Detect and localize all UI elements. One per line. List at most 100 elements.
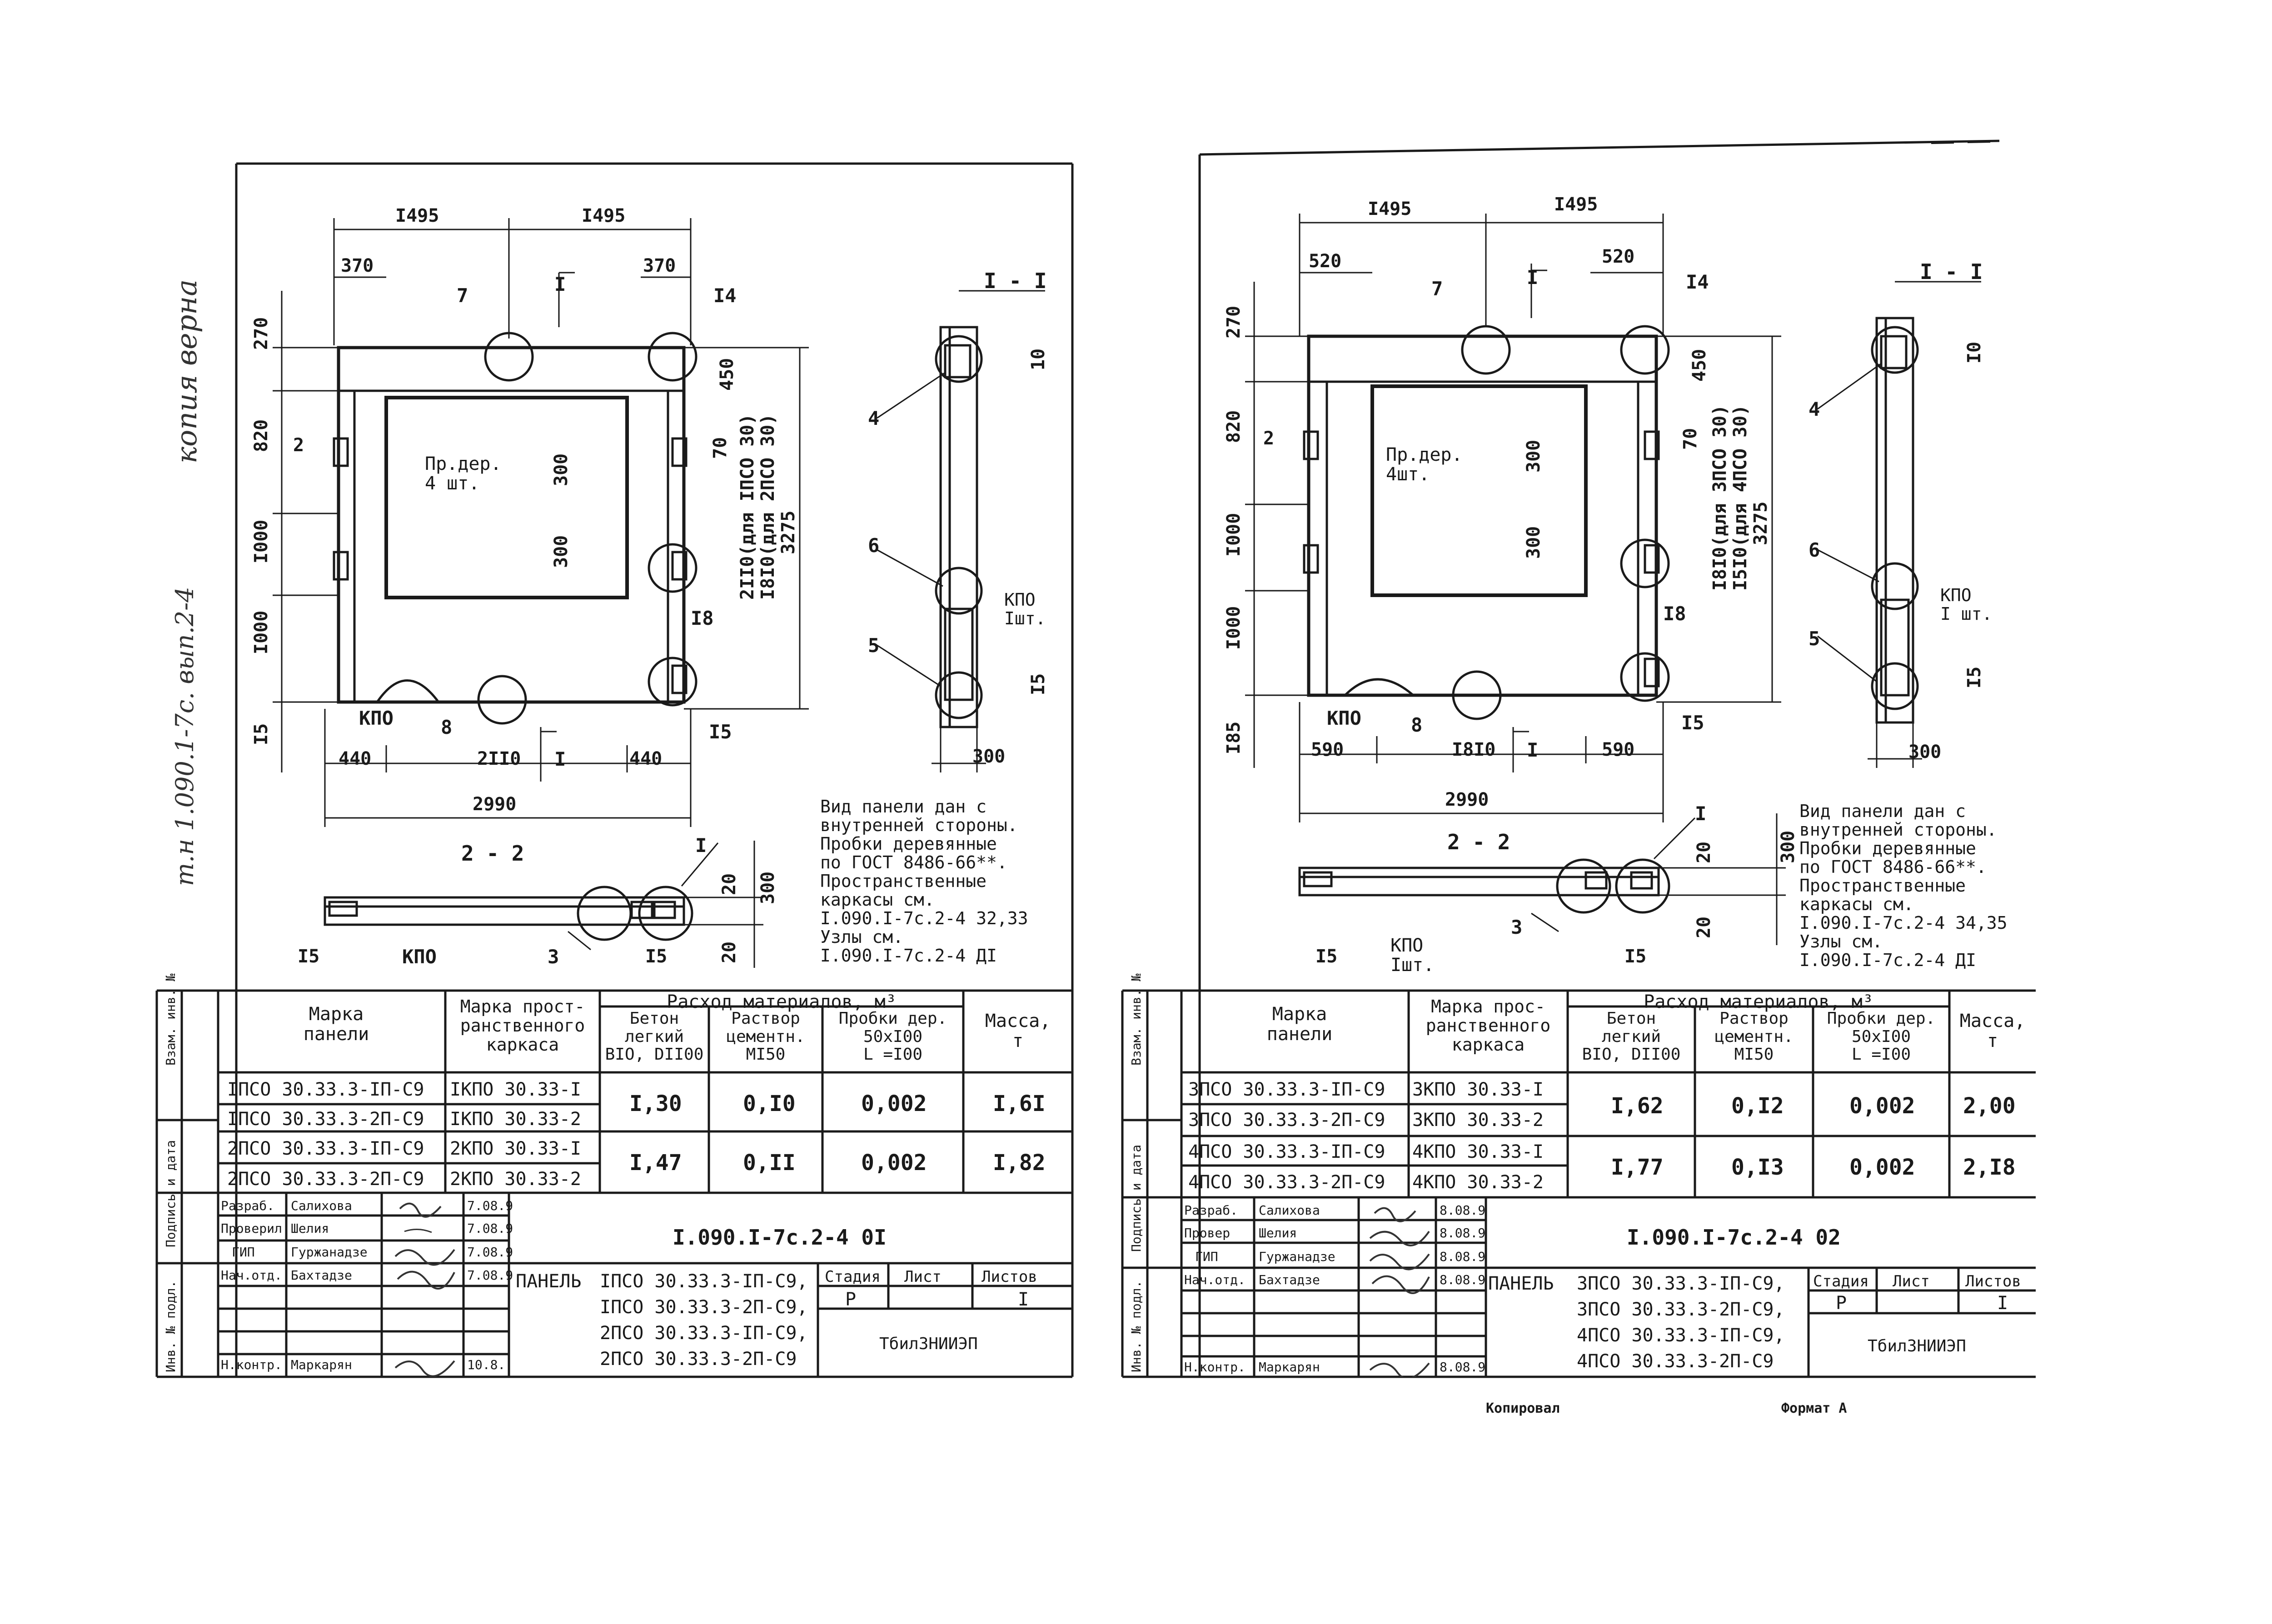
table-row-frame: 3КПО 30.33-I [1412, 1079, 1544, 1100]
stamp-date: 8.08.9 [1440, 1272, 1486, 1287]
group1-mass: I,6I [993, 1091, 1046, 1116]
sec11-dim-300: 300 [1908, 742, 1942, 762]
stamp-name: Шелия [291, 1221, 329, 1236]
series-handwritten-note: т.н 1.090.1-7с. вып.2-4 [170, 587, 199, 886]
dim-h-bot: I85 [1223, 721, 1244, 754]
table-row-frame: 4КПО 30.33-2 [1412, 1172, 1544, 1193]
stamp-name: Бахтадзе [291, 1268, 352, 1283]
stamp-date: 8.08.9 [1440, 1249, 1486, 1264]
sec11-dim-300: 300 [972, 746, 1006, 767]
th-mark: Марка панели [1266, 1004, 1333, 1045]
dim-h1: 820 [251, 419, 272, 452]
callout-14: I4 [1686, 271, 1709, 293]
table-row-frame: 2КПО 30.33-2 [450, 1169, 581, 1190]
table-row-mark: 2ПСО 30.33.3-IП-С9 [227, 1138, 424, 1159]
dim-total: 2990 [1445, 789, 1489, 810]
dim-top-a: I495 [1368, 199, 1412, 219]
dim-top-b: I495 [1554, 194, 1598, 215]
th-concrete: Бетон легкий BIO, DII00 [605, 1009, 704, 1064]
th-plugs: Пробки дер. 50хI00 L =I00 [1827, 1009, 1936, 1064]
group2-concrete: I,77 [1611, 1155, 1664, 1180]
stamp-organization: ТбилЗНИИЭП [879, 1335, 978, 1353]
callout-18: I8 [1663, 603, 1686, 625]
callout-8: 8 [1411, 714, 1423, 736]
stamp-name: Гуржанадзе [291, 1245, 368, 1260]
sec22-callout-3: 3 [548, 946, 559, 968]
margin-label: Взам. инв. № [1129, 973, 1144, 1066]
cut-mark-top: I [554, 273, 566, 295]
group1-mass: 2,00 [1963, 1093, 2016, 1119]
dim-h-top: 270 [251, 317, 272, 350]
margin-label: Взам. инв. № [163, 973, 178, 1066]
sec22-kpo: КПО [402, 946, 437, 968]
left-stamp-lines [218, 1193, 1072, 1377]
signatures [394, 1202, 455, 1377]
group1-plugs: 0,002 [861, 1091, 927, 1116]
vert-note-3: 3275 [1750, 501, 1771, 545]
left-panel-outline [333, 332, 698, 725]
stamp-date: 10.8. [467, 1357, 506, 1372]
sec22-dim-20a: 20 [719, 873, 740, 895]
sec22-dim-300: 300 [1778, 830, 1799, 863]
th-materials: Расход материалов, м³ [667, 991, 897, 1012]
stamp-role: ГИП [232, 1245, 255, 1260]
dim-right-edge: 370 [643, 255, 676, 276]
sec11-dim-10: 10 [1028, 348, 1049, 370]
stamp-sheet-header: Лист [1893, 1272, 1930, 1290]
stamp-title-line: 3ПСО 30.33.3-IП-С9, [1577, 1273, 1785, 1294]
group1-mortar: 0,I0 [743, 1091, 796, 1116]
stamp-role: Н.контр. [1184, 1360, 1246, 1375]
left-sheet-lines [155, 162, 1074, 1378]
plugs-label: Пр.дер. 4шт. [1386, 444, 1463, 485]
dim-70: 70 [710, 437, 731, 459]
callout-4: 4 [868, 407, 880, 429]
stamp-name: Бахтадзе [1259, 1272, 1320, 1287]
stamp-date: 8.08.9 [1440, 1225, 1486, 1240]
stamp-sheets-header: Листов [982, 1268, 1037, 1286]
sec22-callout-I: I [1695, 802, 1707, 825]
stamp-sheets-total: I [1997, 1293, 2008, 1314]
left-table-lines [155, 989, 1072, 1377]
stamp-name: Салихова [1259, 1203, 1320, 1218]
footer-copied: Копировал [1486, 1400, 1560, 1416]
stamp-title-line: 4ПСО 30.33.3-IП-С9, [1577, 1325, 1785, 1346]
stamp-sheets-total: I [1018, 1289, 1029, 1310]
right-table-lines [1121, 989, 2036, 1377]
dim-offset-2: 2 [293, 435, 304, 456]
dim-300-b: 300 [1523, 526, 1544, 559]
stamp-stage-header: Стадия [825, 1268, 881, 1286]
section-22-title: 2 - 2 [1447, 830, 1510, 854]
stamp-name: Маркарян [1259, 1360, 1320, 1375]
th-mass: Масса, т [1959, 1011, 2026, 1051]
dim-bot-right: 440 [629, 748, 663, 769]
dim-top-b: I495 [582, 205, 626, 226]
sec22-dim-20b: 20 [1694, 916, 1714, 938]
th-frame: Марка прос- ранственного каркаса [1425, 996, 1551, 1055]
stamp-name: Гуржанадзе [1259, 1249, 1335, 1264]
group2-mass: 2,I8 [1963, 1155, 2016, 1180]
table-row-mark: 3ПСО 30.33.3-IП-С9 [1188, 1079, 1385, 1100]
th-mortar: Раствор цементн. MI50 [726, 1009, 805, 1064]
sec22-dim-20a: 20 [1694, 841, 1714, 863]
stamp-title-label: ПАНЕЛЬ [1488, 1273, 1554, 1294]
dim-top-a: I495 [395, 205, 439, 226]
group2-plugs: 0,002 [1849, 1155, 1915, 1180]
left-section-11 [877, 290, 1045, 772]
table-row-frame: 3КПО 30.33-2 [1412, 1110, 1544, 1131]
right-stamp-lines [1181, 1197, 2036, 1377]
th-mortar: Раствор цементн. MI50 [1714, 1009, 1794, 1064]
stamp-date: 7.08.9 [467, 1198, 513, 1213]
group2-plugs: 0,002 [861, 1150, 927, 1176]
vert-note-1: 2II0(для IПСО 30) [737, 413, 758, 600]
right-sheet-lines [1121, 139, 2036, 1378]
dim-h3: I000 [1223, 606, 1244, 650]
general-note: Вид панели дан с внутренней стороны. Про… [820, 797, 1028, 966]
dim-450: 450 [717, 358, 737, 391]
section-kpo-label: КПО Iшт. [1004, 590, 1046, 629]
section-kpo-label: КПО I шт. [1940, 585, 1993, 624]
footer-format: Формат А [1781, 1400, 1847, 1416]
stamp-title-line: 2ПСО 30.33.3-IП-С9, [600, 1323, 808, 1344]
th-mass: Масса, т [985, 1011, 1051, 1051]
stamp-title-line: IПСО 30.33.3-2П-С9, [600, 1297, 808, 1318]
table-row-mark: 4ПСО 30.33.3-IП-С9 [1188, 1141, 1385, 1162]
